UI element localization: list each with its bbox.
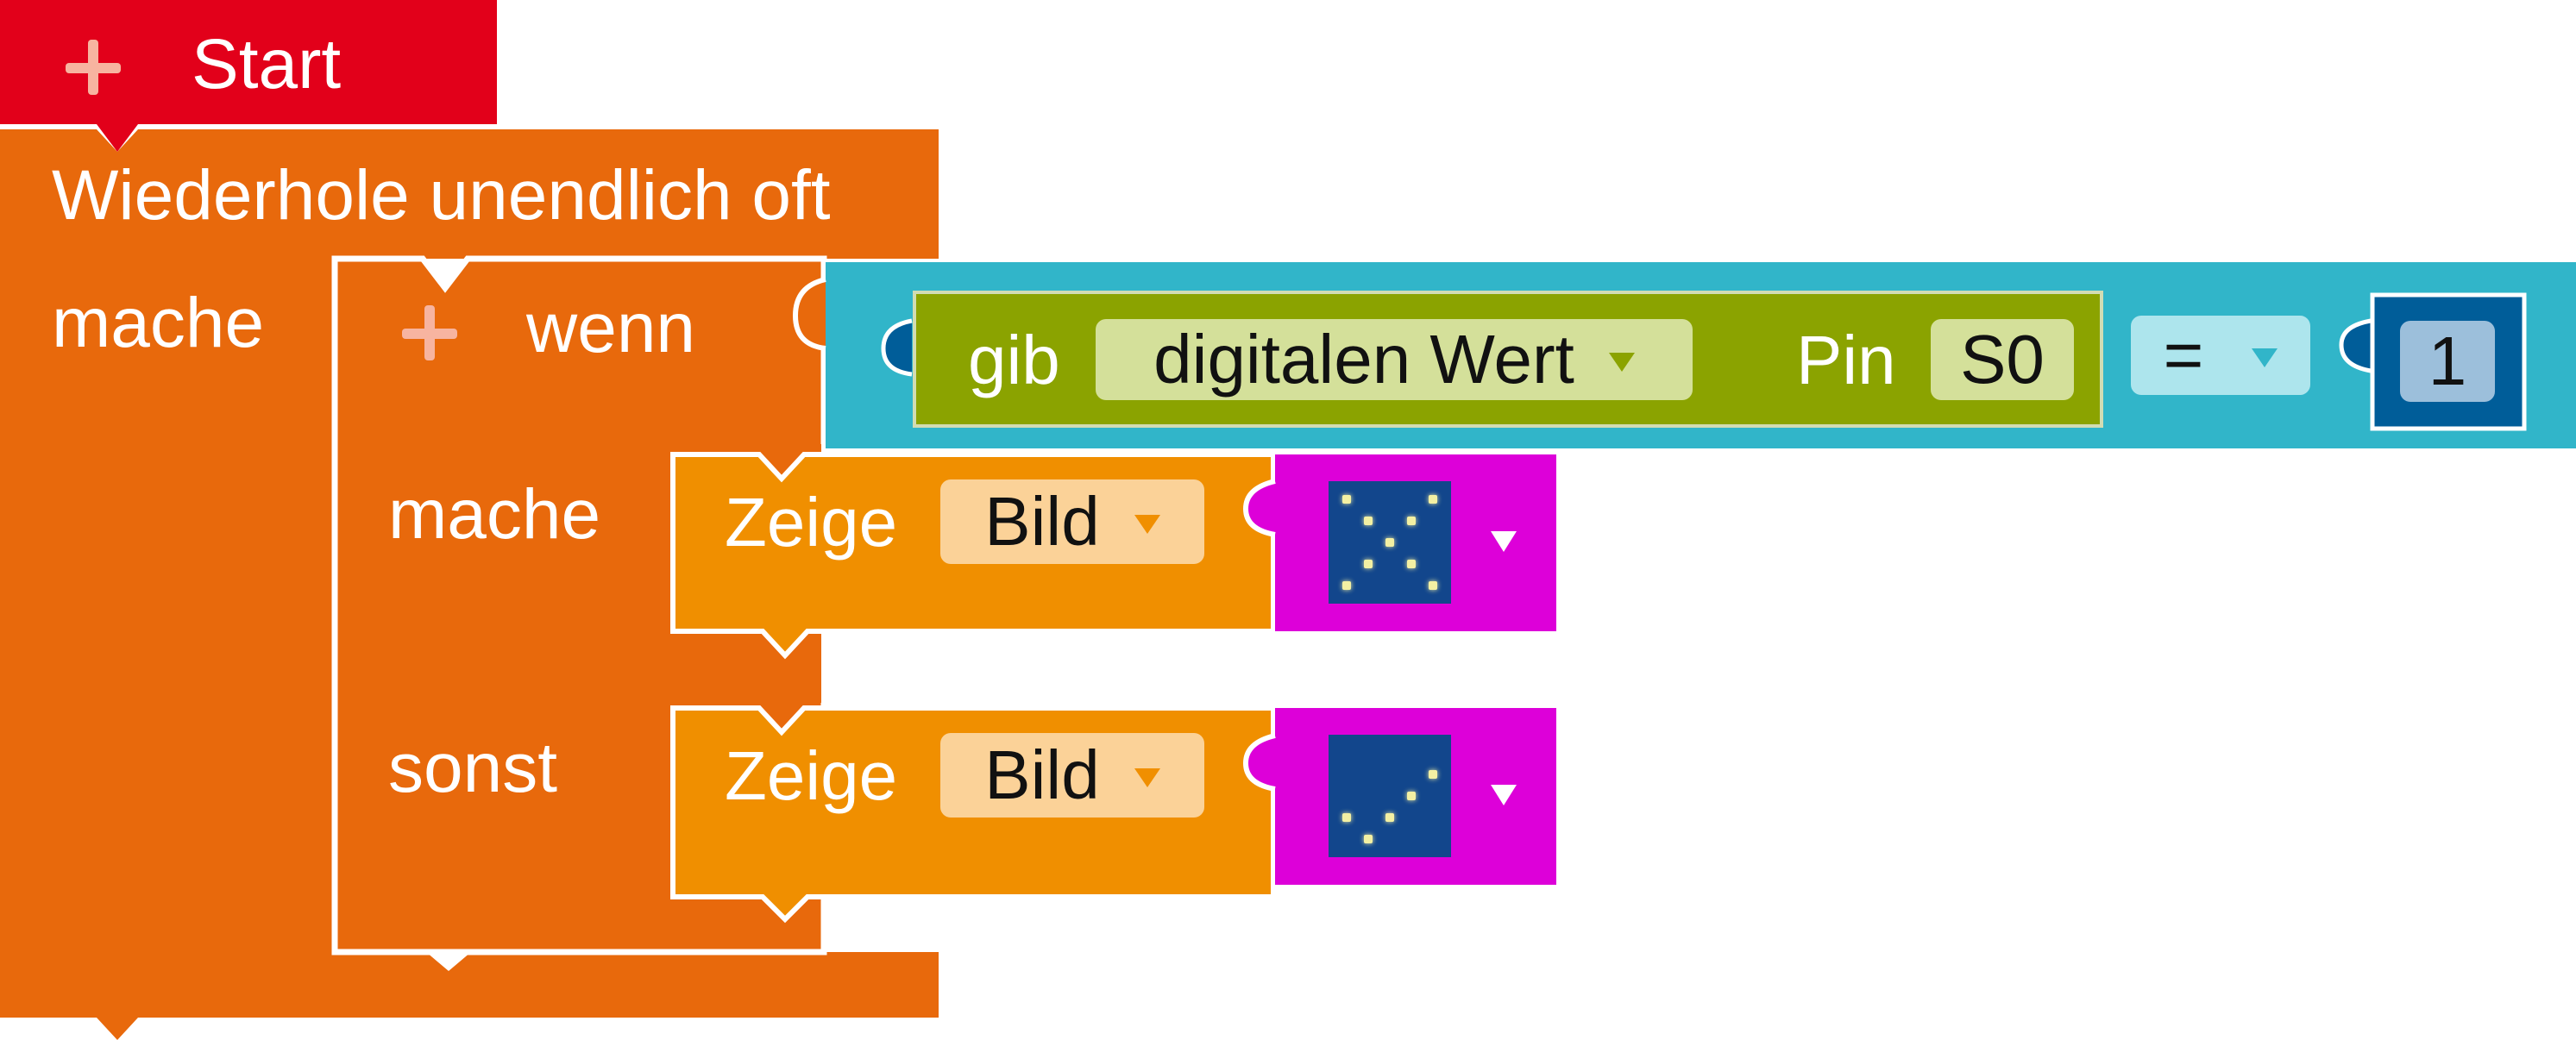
led <box>1407 792 1416 800</box>
led <box>1385 538 1394 547</box>
show-type-value: Bild <box>984 736 1100 813</box>
operator-value: = <box>2163 316 2204 393</box>
led <box>1429 495 1437 504</box>
dropdown-arrow-icon <box>1608 353 1635 372</box>
led <box>1429 770 1437 779</box>
pin-dropdown[interactable]: S0 <box>1931 319 2074 400</box>
x-cross-image[interactable] <box>1329 481 1451 604</box>
read-label: gib <box>968 322 1060 398</box>
dropdown-arrow-icon <box>1134 768 1160 787</box>
forever-loop-block[interactable] <box>0 129 939 1040</box>
led <box>1407 560 1416 568</box>
led <box>1342 495 1351 504</box>
led <box>1429 581 1437 590</box>
pin-value: S0 <box>1960 321 2045 398</box>
checkmark-image[interactable] <box>1329 735 1451 857</box>
show-label: Zeige <box>725 737 898 814</box>
led <box>1342 581 1351 590</box>
led <box>1364 560 1373 568</box>
led <box>1364 835 1373 843</box>
led <box>1407 517 1416 525</box>
else-label: sonst <box>388 729 557 807</box>
plus-icon[interactable] <box>66 40 121 95</box>
show-type-dropdown[interactable]: Bild <box>940 479 1204 564</box>
if-label: wenn <box>526 289 696 367</box>
dropdown-arrow-icon <box>2252 348 2278 367</box>
number-field[interactable]: 1 <box>2400 321 2495 402</box>
led <box>1342 813 1351 822</box>
number-value: 1 <box>2428 323 2467 399</box>
loop-label: Wiederhole unendlich oft <box>52 156 831 235</box>
then-label: mache <box>388 475 601 554</box>
image-picker-arrow-icon[interactable] <box>1491 785 1517 805</box>
dropdown-arrow-icon <box>1134 515 1160 534</box>
show-type-value: Bild <box>984 483 1100 560</box>
operator-dropdown[interactable]: = <box>2131 316 2310 395</box>
start-block[interactable] <box>0 0 497 152</box>
plus-icon[interactable] <box>402 305 457 360</box>
start-label: Start <box>192 25 342 103</box>
image-picker-arrow-icon[interactable] <box>1491 531 1517 552</box>
mode-dropdown[interactable]: digitalen Wert <box>1096 319 1693 400</box>
loop-do-label: mache <box>52 284 265 362</box>
show-label: Zeige <box>725 484 898 561</box>
led <box>1364 517 1373 525</box>
mode-value: digitalen Wert <box>1153 321 1574 398</box>
show-type-dropdown[interactable]: Bild <box>940 733 1204 818</box>
led <box>1385 813 1394 822</box>
pin-label: Pin <box>1796 322 1896 398</box>
